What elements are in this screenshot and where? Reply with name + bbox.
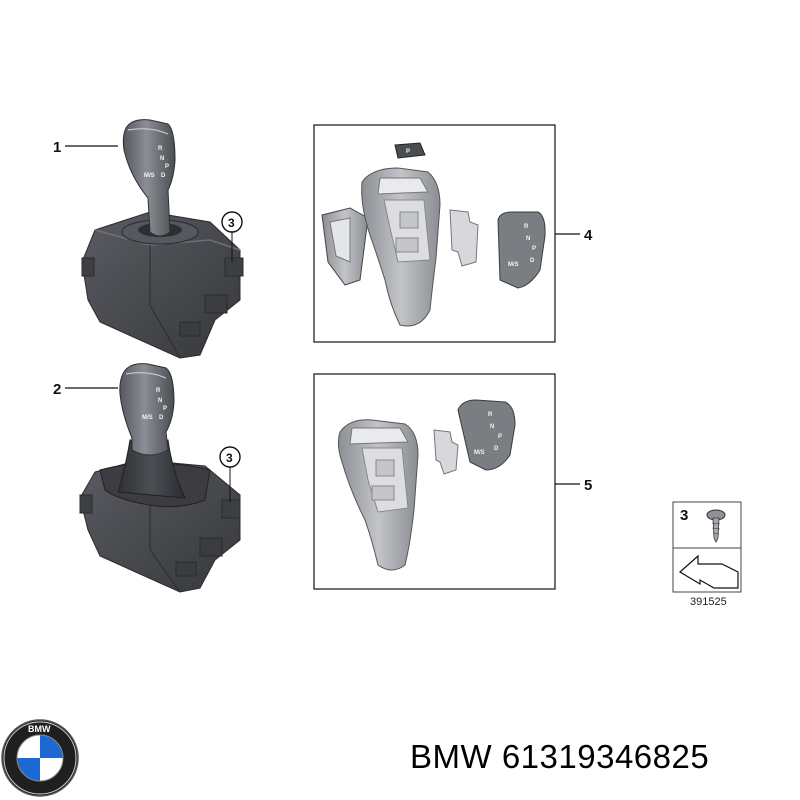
direction-arrow-icon [678,554,739,589]
knob2-label-p: P [163,406,167,412]
footer-part-number: 61319346825 [501,738,710,775]
footer-brand: BMW [410,738,493,775]
shifter-assembly-2: R N P D M/S [79,363,241,593]
callout-4: 4 [584,227,593,244]
panel4-label-n: N [526,236,530,242]
callout-1: 1 [53,139,61,156]
callout-5: 5 [584,477,592,494]
callout-3-top: 3 [228,216,235,230]
bracket-piece-4 [449,209,479,267]
knob-label-p: P [165,164,169,170]
panel4-label-ms: M/S [508,262,519,268]
panel5-label-n: N [490,424,494,430]
panel4-label-r: R [524,224,529,230]
knob2-label-n: N [158,398,162,404]
selector-panel-4 [497,211,546,289]
shifter-knob-2 [119,363,175,456]
knob-label-d: D [161,173,166,179]
callout-2: 2 [53,381,61,398]
legend-box: 3 391525 [672,501,742,608]
knob2-label-r: R [156,388,161,394]
panel5-label-ms: M/S [474,450,485,456]
knob-label-r: R [158,146,163,152]
legend-reference-code: 391525 [690,596,727,608]
shifter-knob-1 [122,119,176,237]
callout-3-bottom: 3 [226,451,233,465]
panel5-label-d: D [494,446,499,452]
part-number-caption: BMW 61319346825 [410,738,795,788]
panel5-label-p: P [498,434,502,440]
panel5-label-r: R [488,412,493,418]
shifter-assembly-1: R N P D M/S [81,119,244,359]
bracket-piece-5 [433,429,459,475]
park-button-label: P [406,149,410,155]
screw-icon [706,509,726,543]
bmw-logo: BMW [1,719,79,797]
knob2-label-ms: M/S [142,415,153,421]
panel4-label-d: D [530,258,535,264]
knob2-label-d: D [159,415,164,421]
panel4-label-p: P [532,246,536,252]
park-button-piece [394,142,426,159]
legend-part-number: 3 [680,507,688,524]
selector-panel-5 [457,399,516,471]
knob-label-n: N [160,156,164,162]
knob-label-ms: M/S [144,173,155,179]
bmw-logo-lettering: BMW [28,724,51,734]
